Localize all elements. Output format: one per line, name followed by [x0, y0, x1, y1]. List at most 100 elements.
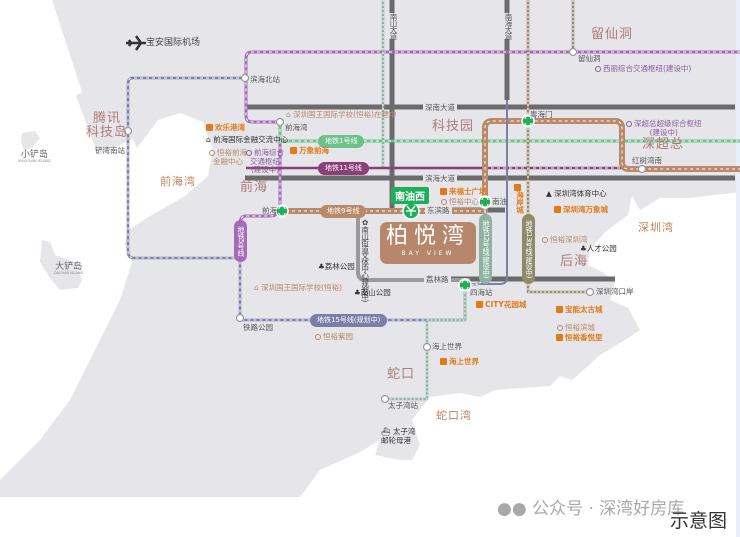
poi-haiancheng: 海岸城 — [514, 184, 525, 214]
poi-name: 万象前海 — [299, 146, 329, 155]
district-shekou: 蛇口 — [387, 367, 416, 382]
badge-line9[interactable]: 地铁9号线 — [320, 205, 367, 218]
project-name-en: BAY VIEW — [401, 250, 455, 257]
poi-hengyu-bincheng: 恒裕滨城 — [557, 323, 595, 333]
poi-name: 海岸城 — [515, 191, 525, 214]
badge-line15[interactable]: 地铁15号线(规划中) — [310, 314, 388, 327]
poi-hengyu-qh: 恒裕前海 金融中心 — [209, 148, 247, 166]
tree-icon: ♣ — [318, 262, 325, 271]
poi-hengyu-center: 恒裕中心 — [441, 197, 479, 207]
district-liuxiandong: 留仙洞 — [591, 27, 634, 42]
schematic-label: 示意图 — [670, 510, 728, 532]
station-label-chanwannan: 铲湾南站 — [95, 146, 125, 155]
sea-shekouwan: 蛇口湾 — [436, 409, 472, 422]
poi-huanle: 欢乐港湾 — [206, 123, 245, 133]
poi-name: 恒裕前海 金融中心 — [213, 148, 247, 166]
poi-name: 深圳国王国际学校(恒裕)在建中 — [293, 110, 397, 119]
station-taiziwan[interactable] — [380, 394, 390, 404]
station-liuxiandong[interactable] — [568, 47, 578, 57]
road-label-lilin: 荔林路 — [424, 274, 451, 285]
poi-hengyu-ziyuan: 恒裕紫园 — [315, 332, 353, 342]
badge-line11[interactable]: 地铁11号线 — [318, 162, 369, 175]
mall-icon — [556, 306, 563, 313]
poi-name: 恒裕滨城 — [565, 323, 595, 332]
interchange-nanyou[interactable] — [478, 195, 492, 209]
transfer-icon — [481, 196, 489, 208]
ship-icon: ⛴ — [381, 427, 393, 436]
poi-nanshan-park: ♣南山公园 — [354, 288, 391, 298]
culture-icon: ✿ — [360, 218, 370, 226]
poi-city-garden: CITY花园城 — [476, 300, 526, 310]
station-label-shenzhenwankouan: 深圳湾口岸 — [596, 287, 634, 296]
poi-talent-park: ♣人才公园 — [580, 244, 617, 254]
station-label-taiziwan: 太子湾站 — [388, 401, 418, 410]
badge-line13[interactable]: 地铁13号线(建设中) — [522, 214, 535, 284]
poi-sz-bay-mixc: 深圳湾万象城 — [554, 205, 608, 215]
station-label-hongshuwannan: 红树湾南 — [632, 156, 662, 165]
road-label-binhai-ave: 滨海大道 — [423, 173, 457, 184]
tree-icon: ♣ — [580, 244, 587, 253]
hengyu-icon — [209, 150, 215, 156]
poi-taiziwan-port: ⛴ 太子湾 邮轮母港 — [381, 427, 415, 445]
poi-name: 人才公园 — [586, 244, 617, 253]
poi-baoneng: 宝能太古城 — [556, 305, 603, 315]
station-haishangshijie[interactable] — [422, 342, 432, 352]
mall-icon — [554, 206, 561, 213]
tree-icon: ♣ — [354, 288, 361, 297]
dachan-island — [40, 240, 82, 290]
district-kejiyuan: 科技园 — [432, 119, 475, 134]
poi-name: 南山街道文体中心(规划中) — [360, 226, 370, 302]
poi-name: 来福士广场 — [449, 187, 487, 196]
mall-icon — [556, 334, 563, 341]
project-bay-view-badge[interactable]: 柏悦湾 BAY VIEW — [380, 222, 476, 264]
poi-qh-finance-center: ⌂ 前海国际金融交流中心 — [206, 135, 289, 145]
wechat-icon: ●● — [497, 499, 533, 519]
mall-icon — [206, 124, 213, 131]
station-label-nanyouxi[interactable]: 南油西 — [391, 187, 429, 204]
station-label-tielugongyuan: 铁路公园 — [243, 323, 273, 332]
mall-icon — [440, 188, 447, 195]
road-label-nanshan-ave: 南山大道 — [386, 13, 401, 39]
poi-qh-hub: 前海综合 交通枢纽 (建设中) — [246, 148, 284, 175]
poi-name: 宝能太古城 — [565, 305, 603, 314]
poi-name: 前海国际金融交流中心 — [213, 135, 289, 144]
poi-name: 南山公园 — [360, 288, 391, 297]
poi-hengyu-szbay: 恒裕深圳湾 — [542, 235, 588, 245]
station-chanwannan[interactable] — [123, 126, 133, 136]
hengyu-icon — [441, 199, 447, 205]
hengyu-icon — [315, 334, 321, 340]
hengyu-icon — [542, 237, 548, 243]
right-edge — [736, 0, 740, 537]
badge-line1[interactable]: 地铁1号线 — [318, 135, 365, 148]
transfer-icon — [524, 115, 532, 127]
station-binhaibei[interactable] — [240, 73, 250, 83]
sea-shenzhenwan: 深圳湾 — [638, 221, 674, 234]
poi-name: 前海综合 交通枢纽 (建设中) — [250, 148, 284, 175]
island-name: 小铲岛 — [20, 150, 48, 160]
station-label-qianhai: 前海 — [262, 206, 277, 215]
poi-raffles: 来福士广场 — [440, 187, 487, 197]
station-hongshuwannan[interactable] — [637, 164, 647, 174]
metro-line-13 — [526, 0, 590, 294]
mall-icon — [476, 301, 483, 308]
xiaochan-island — [21, 131, 40, 150]
badge-line5[interactable]: 地铁5号线 — [234, 220, 247, 262]
watermark-text: 公众号 · 深湾好房库 — [532, 499, 685, 519]
interchange-qianhai[interactable] — [275, 204, 289, 218]
metro-line-15 — [126, 76, 467, 322]
station-shenzhenwankouan[interactable] — [585, 287, 595, 297]
badge-line12[interactable]: 地铁12号线(建设中) — [479, 214, 492, 284]
stadium-icon: ▲ — [546, 189, 555, 198]
hengyu-icon — [557, 325, 563, 331]
taiziwan-pier — [375, 420, 420, 460]
station-tielugongyuan[interactable] — [235, 313, 245, 323]
station-qianhaiwan[interactable] — [275, 117, 285, 127]
transfer-icon — [461, 279, 469, 291]
poi-kings-school: ⌂ 深圳国王国际学校(恒裕) — [254, 283, 342, 293]
poi-kings-school-building: ⌂ 深圳国王国际学校(恒裕)在建中 — [286, 110, 397, 120]
poi-name: 恒裕香悦里 — [565, 333, 603, 342]
poi-name: 恒裕中心 — [449, 197, 479, 206]
road-label-dongbin: 东滨路 — [425, 205, 452, 216]
metro-line-1 — [278, 123, 740, 143]
